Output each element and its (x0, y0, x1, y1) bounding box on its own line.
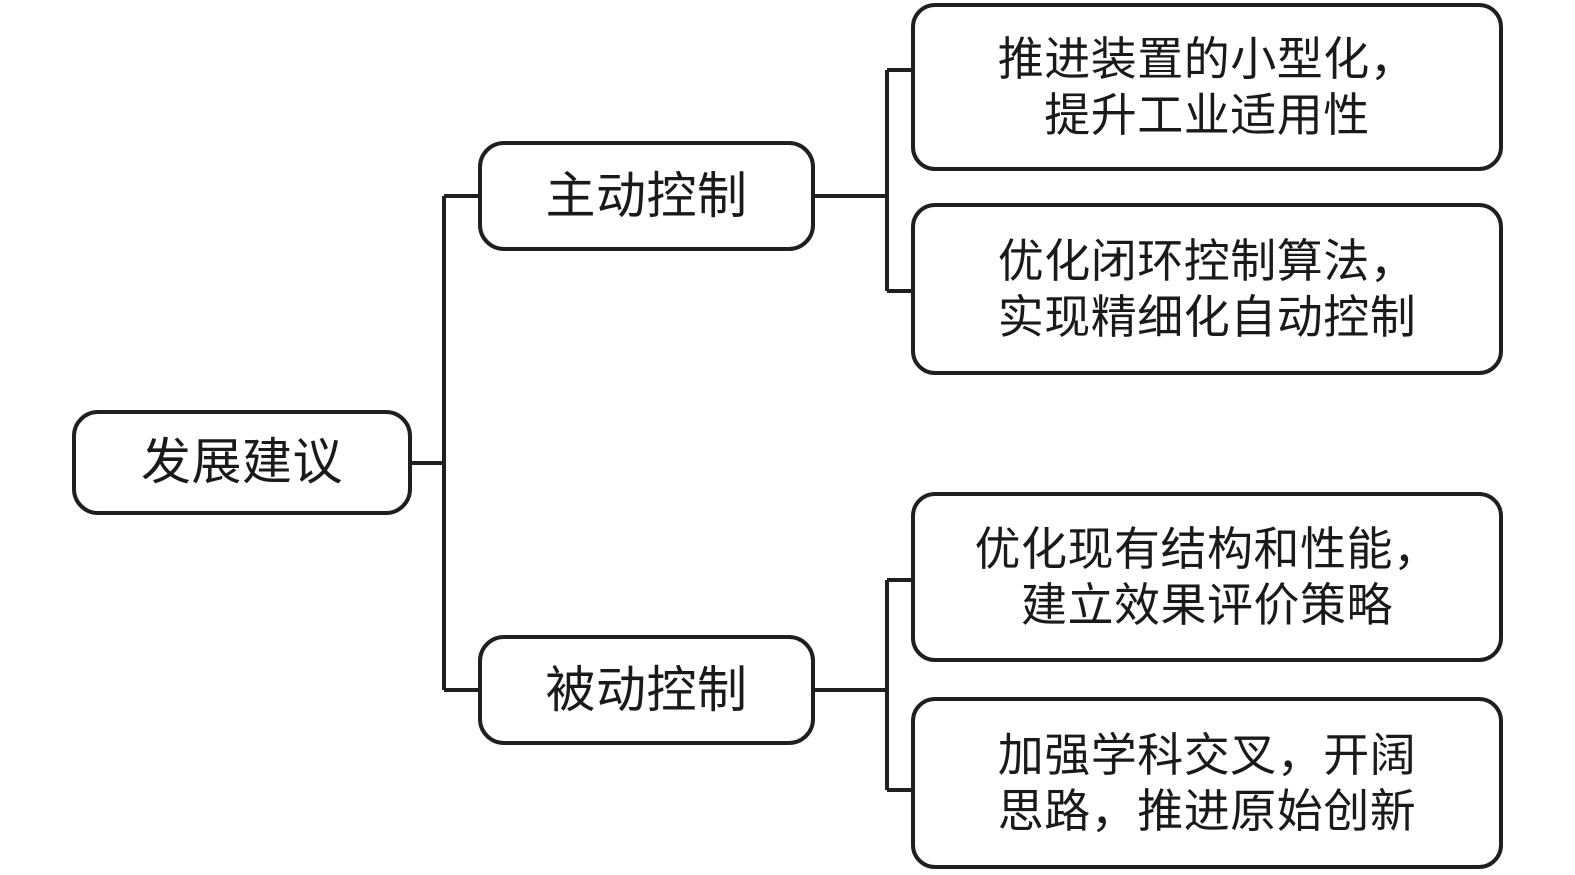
node-leaf-structure-performance-label: 优化现有结构和性能， 建立效果评价策略 (974, 521, 1440, 632)
node-branch-passive-control[interactable]: 被动控制 (478, 635, 815, 745)
node-branch-active-control-label: 主动控制 (545, 166, 748, 225)
node-root-label: 发展建议 (141, 433, 343, 491)
node-leaf-closed-loop[interactable]: 优化闭环控制算法， 实现精细化自动控制 (911, 203, 1503, 375)
node-leaf-interdisciplinary-label: 加强学科交叉，开阔 思路，推进原始创新 (997, 727, 1417, 838)
node-branch-active-control[interactable]: 主动控制 (478, 141, 815, 251)
node-leaf-miniaturization[interactable]: 推进装置的小型化， 提升工业适用性 (911, 3, 1503, 171)
node-leaf-closed-loop-label: 优化闭环控制算法， 实现精细化自动控制 (997, 233, 1417, 344)
node-leaf-miniaturization-label: 推进装置的小型化， 提升工业适用性 (997, 31, 1417, 142)
node-root[interactable]: 发展建议 (72, 410, 412, 515)
node-leaf-structure-performance[interactable]: 优化现有结构和性能， 建立效果评价策略 (911, 492, 1503, 662)
node-branch-passive-control-label: 被动控制 (545, 660, 748, 719)
node-leaf-interdisciplinary[interactable]: 加强学科交叉，开阔 思路，推进原始创新 (911, 697, 1503, 869)
